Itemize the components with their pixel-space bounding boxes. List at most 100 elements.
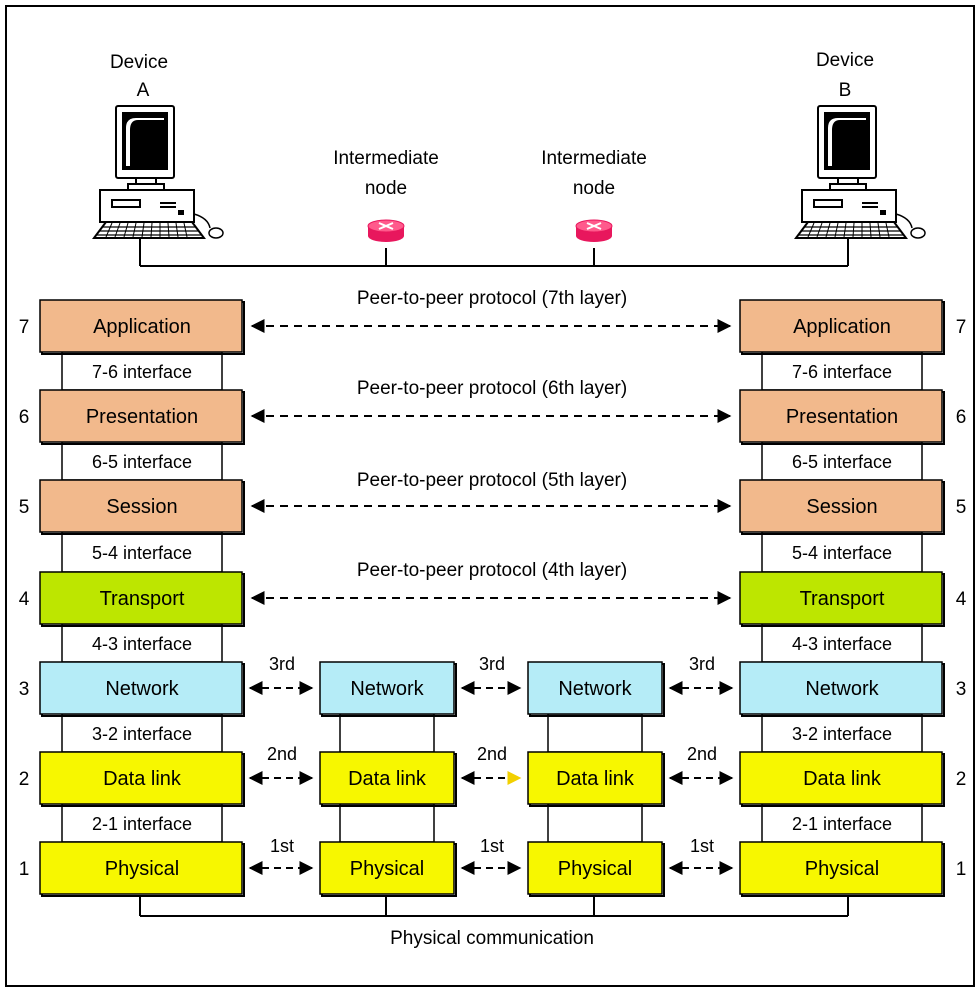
intermediate-stack-1 (319, 661, 457, 897)
interface-4-3-left: 4-3 interface (92, 634, 192, 654)
left-layer-4-number: 4 (19, 589, 30, 610)
interface-5-4-right: 5-4 interface (792, 543, 892, 563)
hop-label-3rd-2: 3rd (479, 654, 505, 674)
node1-network-box (319, 661, 455, 715)
intermediate-node-1-line1: Intermediate (333, 148, 439, 169)
peer-arrows (250, 319, 732, 605)
left-stack (39, 299, 245, 897)
interface-2-1-right: 2-1 interface (792, 814, 892, 834)
right-layer-5-number: 5 (956, 497, 967, 518)
node1-physical-box (319, 841, 455, 895)
left-layer-1-label: Physical (105, 858, 179, 880)
left-layer-3-label: Network (105, 678, 179, 700)
hop-label-3rd-3: 3rd (689, 654, 715, 674)
right-layer-1-number: 1 (956, 859, 967, 880)
intermediate-stack-2 (527, 661, 665, 897)
node1-datalink-label: Data link (348, 768, 427, 790)
peer-protocol-label-6: Peer-to-peer protocol (6th layer) (357, 378, 627, 399)
left-layer-2-number: 2 (19, 769, 30, 790)
peer-protocol-label-4: Peer-to-peer protocol (4th layer) (357, 560, 627, 581)
right-layer-6-label: Presentation (786, 406, 898, 428)
node2-network-box (527, 661, 663, 715)
node2-datalink-box (527, 751, 663, 805)
end-stack-connectors (61, 351, 923, 843)
left-layer-6-label: Presentation (86, 406, 198, 428)
physical-communication-label: Physical communication (390, 928, 594, 949)
node2-physical-label: Physical (558, 858, 632, 880)
right-layer-3-number: 3 (956, 679, 967, 700)
hop-label-2nd-3: 2nd (687, 744, 717, 764)
left-layer-6-box (39, 389, 243, 443)
peer-protocol-label-7: Peer-to-peer protocol (7th layer) (357, 288, 627, 309)
right-layer-4-number: 4 (956, 589, 967, 610)
left-layer-6-number: 6 (19, 407, 30, 428)
computer-b-icon (795, 105, 926, 239)
node2-datalink-label: Data link (556, 768, 635, 790)
left-layer-4-box (39, 571, 243, 625)
interface-4-3-right: 4-3 interface (792, 634, 892, 654)
intermediate-node-2-line1: Intermediate (541, 148, 647, 169)
right-layer-6-box (739, 389, 943, 443)
intermediate-node-1-line2: node (365, 178, 407, 199)
hop-label-2nd-2: 2nd (477, 744, 507, 764)
device-a-label-line1: Device (110, 52, 168, 73)
left-layer-7-box (39, 299, 243, 353)
left-layer-7-number: 7 (19, 317, 30, 338)
left-layer-5-label: Session (106, 496, 177, 518)
peer-protocol-label-5: Peer-to-peer protocol (5th layer) (357, 470, 627, 491)
interface-6-5-right: 6-5 interface (792, 452, 892, 472)
right-layer-1-box (739, 841, 943, 895)
interface-5-4-left: 5-4 interface (92, 543, 192, 563)
interface-3-2-right: 3-2 interface (792, 724, 892, 744)
node1-datalink-box (319, 751, 455, 805)
left-layer-1-box (39, 841, 243, 895)
interface-7-6-right: 7-6 interface (792, 362, 892, 382)
right-layer-7-number: 7 (956, 317, 967, 338)
left-layer-1-number: 1 (19, 859, 30, 880)
device-a-label-line2: A (137, 80, 150, 101)
left-layer-3-box (39, 661, 243, 715)
hop-label-1st-1: 1st (270, 836, 294, 856)
interface-7-6-left: 7-6 interface (92, 362, 192, 382)
right-layer-2-box (739, 751, 943, 805)
router-2-icon (575, 219, 613, 243)
outer-frame (5, 5, 975, 987)
node2-network-label: Network (558, 678, 632, 700)
left-layer-5-number: 5 (19, 497, 30, 518)
right-layer-3-label: Network (805, 678, 879, 700)
device-b-label-line1: Device (816, 50, 874, 71)
right-layer-1-label: Physical (805, 858, 879, 880)
left-layer-2-box (39, 751, 243, 805)
node2-physical-box (527, 841, 663, 895)
device-b-label-line2: B (839, 80, 852, 101)
interface-6-5-left: 6-5 interface (92, 452, 192, 472)
right-layer-2-number: 2 (956, 769, 967, 790)
node1-physical-label: Physical (350, 858, 424, 880)
left-layer-2-label: Data link (103, 768, 182, 790)
left-layer-4-label: Transport (100, 588, 185, 610)
intermediate-stack-connectors (339, 713, 643, 843)
right-layer-5-label: Session (806, 496, 877, 518)
hop-label-1st-3: 1st (690, 836, 714, 856)
right-layer-4-label: Transport (800, 588, 885, 610)
right-layer-4-box (739, 571, 943, 625)
right-layer-5-box (739, 479, 943, 533)
right-layer-7-box (739, 299, 943, 353)
left-layer-3-number: 3 (19, 679, 30, 700)
interface-2-1-left: 2-1 interface (92, 814, 192, 834)
hop-label-1st-2: 1st (480, 836, 504, 856)
right-stack (739, 299, 945, 897)
interface-3-2-left: 3-2 interface (92, 724, 192, 744)
right-layer-7-label: Application (793, 316, 891, 338)
computer-a-icon (93, 105, 224, 239)
router-1-icon (367, 219, 405, 243)
hop-label-3rd-1: 3rd (269, 654, 295, 674)
node1-network-label: Network (350, 678, 424, 700)
top-network-line (139, 236, 849, 267)
physical-communication-line (139, 896, 849, 917)
left-layer-5-box (39, 479, 243, 533)
right-layer-6-number: 6 (956, 407, 967, 428)
hop-label-2nd-1: 2nd (267, 744, 297, 764)
